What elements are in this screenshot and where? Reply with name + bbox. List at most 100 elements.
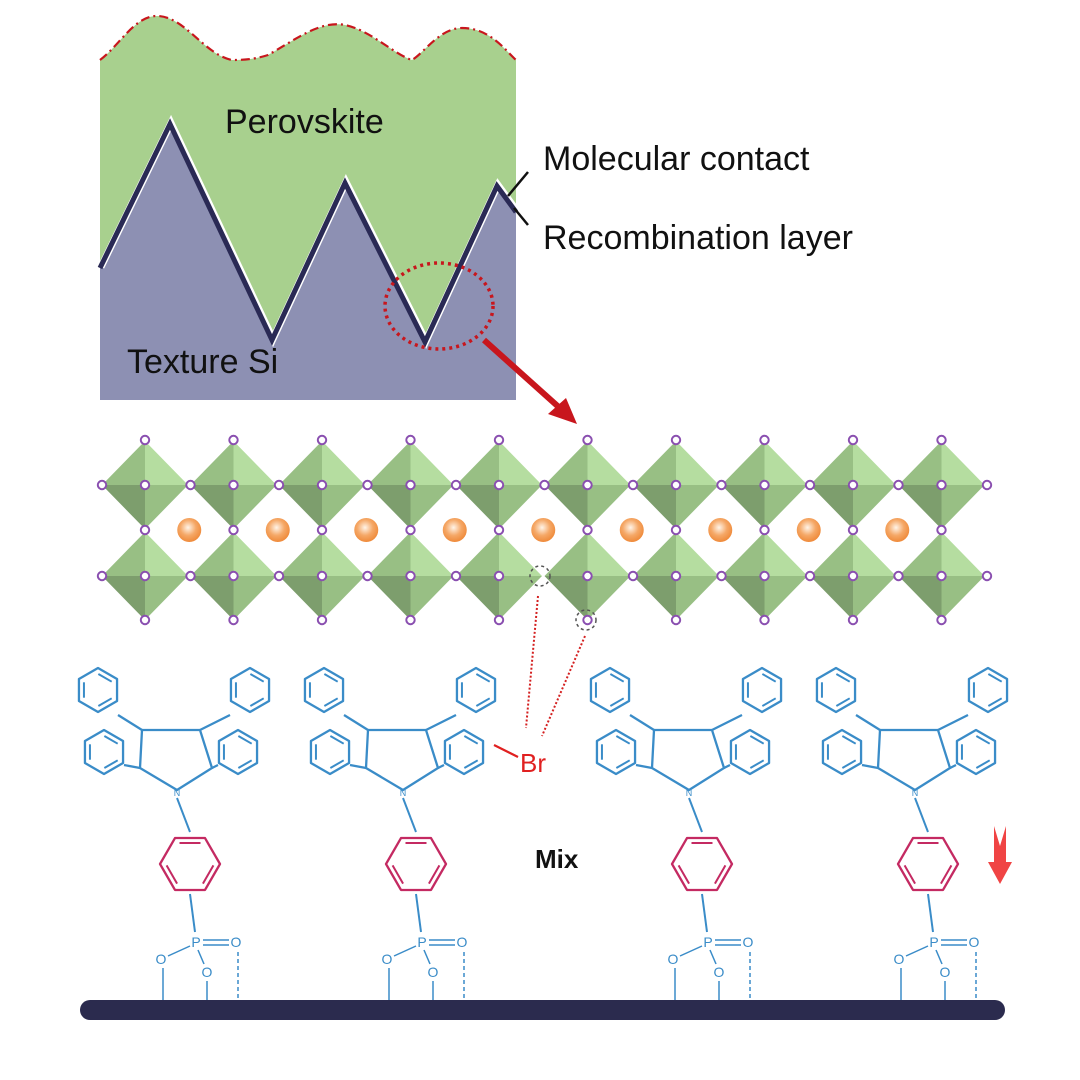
oxygen-atom-label: O	[457, 934, 468, 950]
bond	[723, 763, 731, 770]
halide-atom	[936, 434, 947, 446]
halide-atom	[316, 614, 328, 626]
double-bond	[249, 697, 265, 707]
phenyl-p-bond	[701, 893, 708, 933]
octahedron-face	[102, 532, 145, 576]
halide-atom	[847, 524, 859, 536]
halide-atom	[670, 434, 682, 446]
octahedron-face	[322, 576, 365, 620]
octahedron-face	[676, 485, 719, 529]
zoom-arrow-head	[548, 398, 577, 424]
a-site-cation	[354, 518, 379, 542]
octahedron-face	[676, 441, 719, 485]
octahedron-face	[721, 485, 765, 529]
bond	[349, 763, 367, 770]
halide-atom	[936, 570, 947, 582]
recombination-layer-label: Recombination layer	[543, 219, 853, 257]
a-site-cation	[531, 518, 556, 542]
octahedron-face	[410, 576, 454, 620]
oxygen-atom-label: O	[231, 934, 242, 950]
double-bond	[329, 759, 345, 769]
double-bond	[749, 759, 765, 769]
br-interaction-line-2	[541, 635, 586, 737]
double-bond	[714, 864, 727, 885]
aromatic-ring	[443, 728, 485, 776]
octahedron-face	[853, 485, 896, 529]
octahedron-face	[456, 532, 499, 576]
halide-atom	[316, 479, 328, 491]
phosphorus-atom-label: P	[191, 934, 200, 950]
halide-atom	[493, 524, 505, 536]
molecular-contact-leader	[507, 171, 529, 197]
octahedron-face	[810, 485, 853, 529]
halide-atom	[670, 479, 682, 491]
bond	[711, 713, 743, 732]
double-bond	[97, 673, 113, 683]
double-bond	[237, 735, 253, 745]
octahedron-face	[322, 532, 365, 576]
halide-atom	[582, 614, 593, 626]
halide-atom	[493, 479, 505, 491]
halide-atom	[228, 524, 239, 536]
octahedron-face	[145, 532, 188, 576]
bond	[117, 714, 143, 731]
phenyl-p-bond	[415, 893, 422, 933]
octahedron	[102, 441, 188, 529]
octahedron-face	[853, 532, 896, 576]
oxygen-atom-label: O	[668, 951, 679, 967]
double-bond	[940, 864, 953, 885]
octahedron-face	[764, 485, 808, 529]
double-bond	[615, 759, 631, 769]
halide-atom	[759, 570, 770, 582]
double-bond	[463, 759, 479, 769]
halide-atom	[804, 479, 816, 491]
halide-atom	[405, 570, 416, 582]
octahedron-face	[410, 441, 454, 485]
phenyl-ring	[158, 836, 222, 892]
perovskite-lattice	[96, 434, 993, 626]
halide-atom	[670, 570, 682, 582]
double-bond	[841, 759, 857, 769]
oxygen-atom-label: O	[382, 951, 393, 967]
halide-atom	[405, 479, 416, 491]
bond	[425, 713, 457, 732]
octahedron	[279, 441, 365, 529]
vacancy-site-2	[575, 609, 597, 631]
aromatic-ring	[217, 728, 259, 776]
octahedron-face	[367, 576, 411, 620]
octahedron-face	[544, 441, 588, 485]
pyrrole-ring	[650, 728, 726, 792]
zoom-region-highlight	[383, 261, 495, 351]
octahedron-face	[233, 441, 277, 485]
octahedron-face	[190, 485, 234, 529]
aromatic-ring	[83, 728, 125, 776]
octahedron-face	[499, 441, 542, 485]
halide-atom	[185, 479, 196, 491]
octahedron-face	[853, 576, 896, 620]
octahedron	[721, 441, 808, 529]
octahedron	[102, 532, 188, 620]
octahedron	[810, 532, 896, 620]
octahedron-face	[544, 576, 588, 620]
halide-atom	[316, 570, 328, 582]
halide-atom	[804, 570, 816, 582]
mix-label: Mix	[535, 844, 579, 874]
aromatic-ring	[309, 728, 351, 776]
octahedron	[544, 441, 631, 529]
n-phenyl-bond	[688, 797, 703, 833]
octahedron-face	[233, 532, 277, 576]
aromatic-ring	[229, 666, 271, 714]
bond	[937, 713, 969, 732]
oxygen-atom-label: O	[969, 934, 980, 950]
halide-atom	[670, 614, 682, 626]
double-bond	[103, 759, 119, 769]
substrate-bar	[80, 1000, 1005, 1020]
p-o-bond	[423, 949, 431, 965]
octahedron-face	[145, 576, 188, 620]
halide-atom	[936, 524, 947, 536]
octahedron-face	[853, 441, 896, 485]
halide-atom	[582, 479, 593, 491]
double-bond	[987, 673, 1003, 683]
halide-atom	[273, 570, 285, 582]
